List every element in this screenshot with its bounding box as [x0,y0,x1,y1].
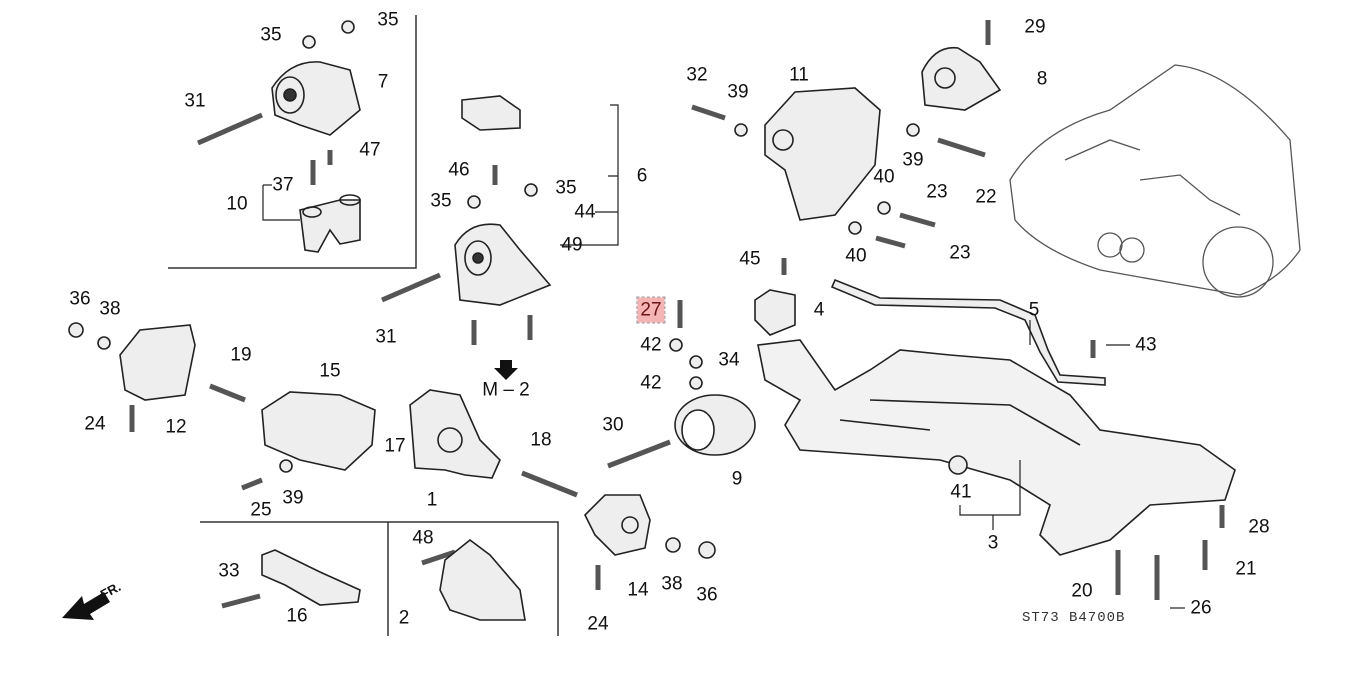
part-7-mount [271,61,361,136]
callout-4[interactable]: 4 [813,299,825,321]
part-15-bracket [261,391,376,471]
callout-47[interactable]: 47 [359,139,381,161]
part-12-mount [119,324,196,401]
callout-42[interactable]: 42 [640,334,662,356]
down-arrow-icon [494,360,518,380]
callout-36[interactable]: 36 [696,584,718,606]
callout-39[interactable]: 39 [902,149,924,171]
callout-33[interactable]: 33 [218,560,240,582]
callout-23[interactable]: 23 [926,181,948,203]
callout-11[interactable]: 11 [789,64,809,86]
callout-6[interactable]: 6 [636,165,648,187]
part-4-bushing [754,289,796,336]
callout-28[interactable]: 28 [1248,516,1270,538]
vehicle-outline [1009,64,1301,298]
callout-42[interactable]: 42 [640,372,662,394]
callout-21[interactable]: 21 [1235,558,1257,580]
part-11-mount [764,87,881,221]
callout-34[interactable]: 34 [718,349,740,371]
callout-17[interactable]: 17 [384,435,406,457]
callout-30[interactable]: 30 [602,414,624,436]
diagram-code: ST73 B4700B [1022,610,1126,626]
callout-43[interactable]: 43 [1135,334,1157,356]
callout-2[interactable]: 2 [398,607,410,629]
callout-8[interactable]: 8 [1036,68,1048,90]
callout-19[interactable]: 19 [230,344,252,366]
front-arrow-icon [62,592,110,620]
callout-5[interactable]: 5 [1028,299,1040,321]
part-14-mount [584,494,651,556]
part-3-subframe [757,339,1236,556]
callout-35[interactable]: 35 [555,177,577,199]
callout-31[interactable]: 31 [375,326,397,348]
callout-23[interactable]: 23 [949,242,971,264]
part-5-stiffener [830,278,1106,386]
leader-lines [262,104,1185,609]
callout-1[interactable]: 1 [426,489,438,511]
bolts [129,20,1225,609]
callout-16[interactable]: 16 [286,605,308,627]
callout-27-highlighted[interactable]: 27 [636,296,666,324]
washers-and-nuts [68,20,968,559]
part-16-bracket [261,549,361,606]
callout-m2[interactable]: M – 2 [482,379,530,401]
callout-24[interactable]: 24 [587,613,609,635]
callout-45[interactable]: 45 [739,248,761,270]
part-49-mount [454,223,552,306]
callout-49[interactable]: 49 [561,234,583,256]
callout-25[interactable]: 25 [250,499,272,521]
part-6-bracket [461,95,521,131]
callout-39[interactable]: 39 [727,81,749,103]
inset-frames [168,15,559,636]
callout-20[interactable]: 20 [1071,580,1093,602]
callout-26[interactable]: 26 [1190,597,1212,619]
callout-35[interactable]: 35 [260,24,282,46]
callout-48[interactable]: 48 [412,527,434,549]
callout-35[interactable]: 35 [430,190,452,212]
callout-37[interactable]: 37 [272,174,294,196]
part-8-mount [921,46,1002,111]
callout-18[interactable]: 18 [530,429,552,451]
callout-40[interactable]: 40 [845,245,867,267]
callout-46[interactable]: 46 [448,159,470,181]
callout-9[interactable]: 9 [731,468,743,490]
callout-38[interactable]: 38 [99,298,121,320]
callout-44[interactable]: 44 [574,201,596,223]
callout-22[interactable]: 22 [975,186,997,208]
callout-31[interactable]: 31 [184,90,206,112]
callout-14[interactable]: 14 [627,579,649,601]
part-10-mount [299,194,361,253]
callout-32[interactable]: 32 [686,64,708,86]
callout-12[interactable]: 12 [165,416,187,438]
callout-24[interactable]: 24 [84,413,106,435]
callout-7[interactable]: 7 [377,71,389,93]
callout-41[interactable]: 41 [950,481,972,503]
callout-3[interactable]: 3 [987,532,999,554]
callout-15[interactable]: 15 [319,360,341,382]
callout-38[interactable]: 38 [661,573,683,595]
callout-40[interactable]: 40 [873,166,895,188]
part-2-bracket [439,538,526,621]
callout-35[interactable]: 35 [377,9,399,31]
part-9-mount [674,394,756,456]
callout-36[interactable]: 36 [69,288,91,310]
part-1-bracket [409,389,501,479]
callout-10[interactable]: 10 [226,193,248,215]
callout-29[interactable]: 29 [1024,16,1046,38]
callout-39[interactable]: 39 [282,487,304,509]
